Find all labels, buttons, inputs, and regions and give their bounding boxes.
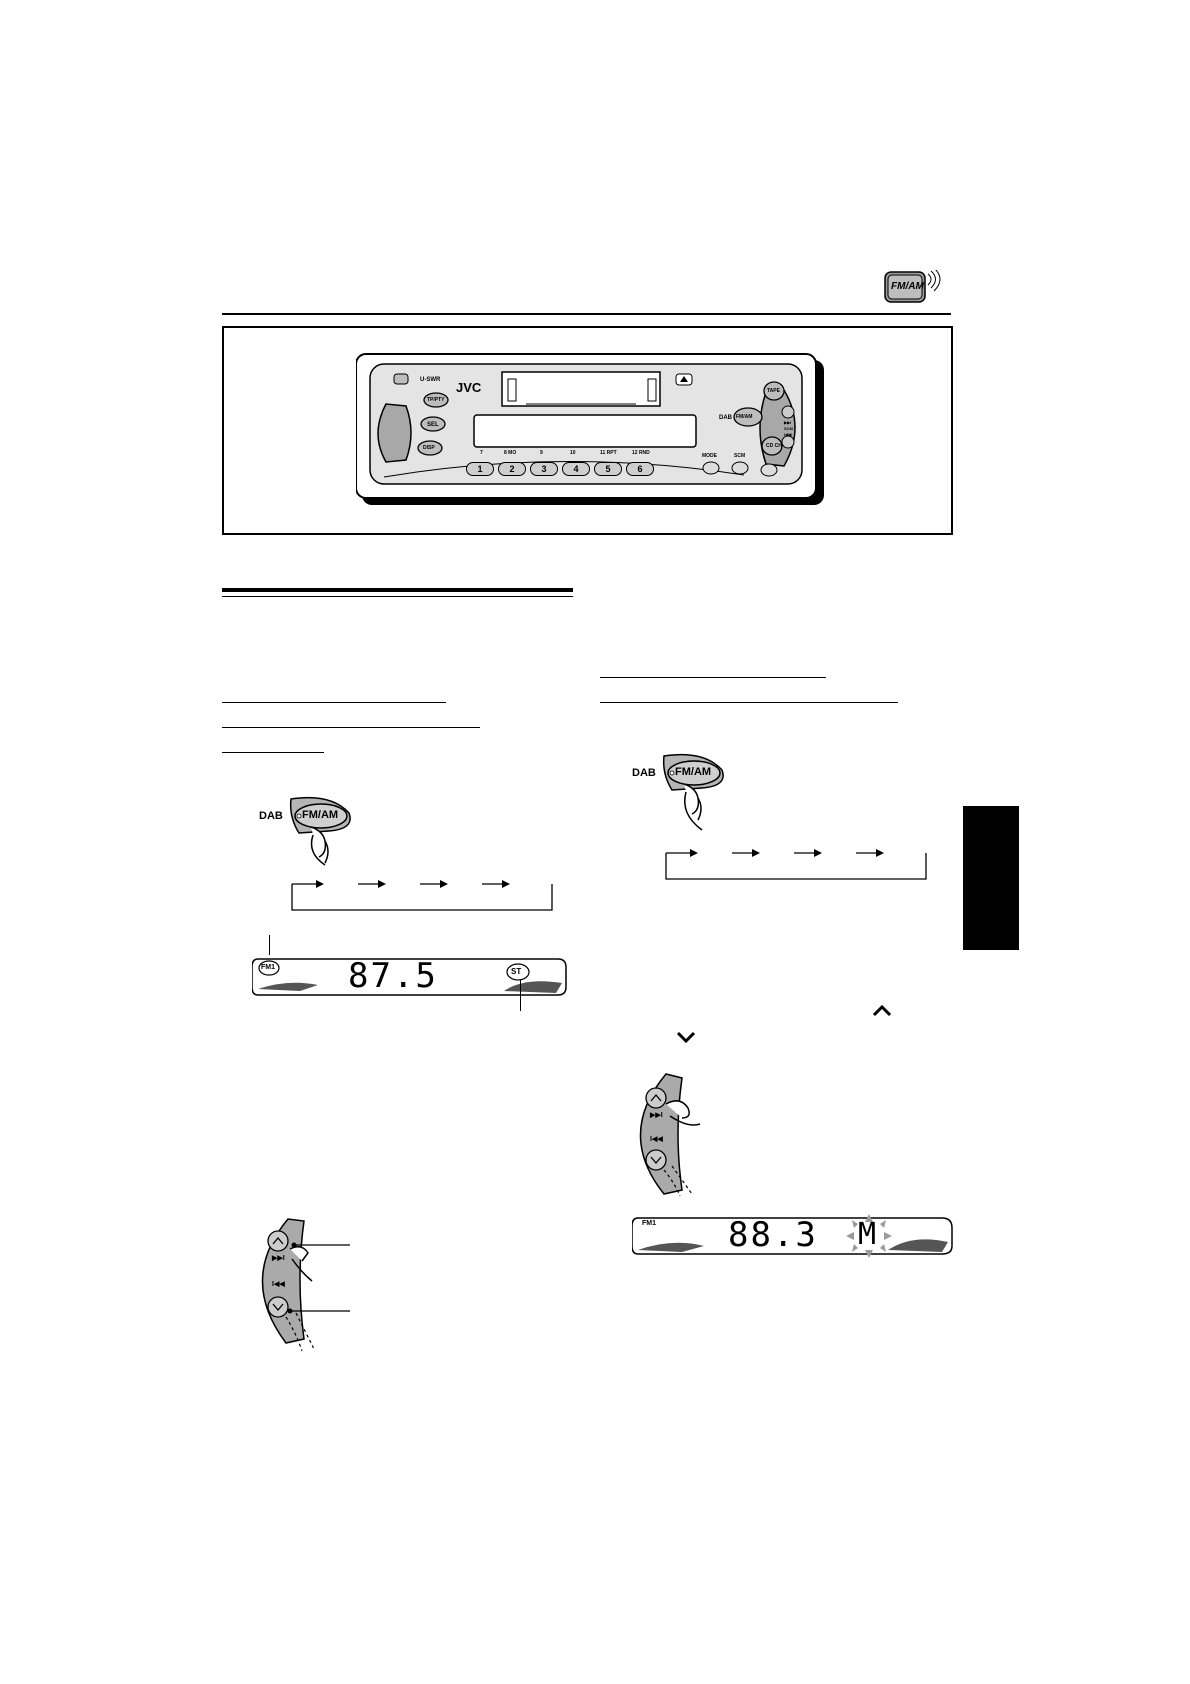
unit-preset-button-1[interactable]: 1 xyxy=(466,462,494,476)
unit-preset-alt-label: 7 xyxy=(480,450,483,456)
unit-mode-button[interactable]: MODE xyxy=(702,453,717,459)
lcd-display-right: FM1 88.3 M xyxy=(631,1210,956,1260)
tuning-rocker-illustration: ▶▶I I◀◀ xyxy=(252,1215,362,1355)
unit-preset-alt-label: 12 RND xyxy=(632,450,650,456)
memory-indicator: M xyxy=(858,1217,877,1252)
unit-preset-alt-label: 9 xyxy=(540,450,543,456)
stereo-indicator: ST xyxy=(511,967,522,976)
unit-fm-am-button[interactable]: FM/AM xyxy=(736,414,753,420)
up-arrow-icon xyxy=(872,1004,892,1018)
down-arrow-icon xyxy=(676,1030,696,1044)
underline xyxy=(222,702,446,703)
prev-label: I◀◀ xyxy=(272,1281,285,1288)
band-cycle-diagram xyxy=(290,874,555,916)
unit-dab-label: DAB xyxy=(719,415,732,421)
next-label: ▶▶I xyxy=(272,1255,285,1262)
unit-disp-button[interactable]: DISP xyxy=(423,445,435,451)
unit-preset-alt-label: 8 MO xyxy=(504,450,517,456)
underline xyxy=(222,727,480,728)
frequency-readout: 88.3 xyxy=(728,1215,818,1255)
underline xyxy=(600,677,826,678)
section-rule-thick xyxy=(222,588,573,592)
unit-rocker-scm-label: SCM xyxy=(784,426,793,431)
fm-am-button[interactable]: FM/AM xyxy=(675,766,712,778)
tuning-rocker-illustration: ▶▶I I◀◀ xyxy=(630,1070,720,1200)
fm-am-corner-label: FM/AM xyxy=(891,281,924,292)
fm-am-button-press-illustration: DAB FM/AM xyxy=(255,795,365,870)
unit-preset-button-5[interactable]: 5 xyxy=(594,462,622,476)
header-rule xyxy=(222,313,951,315)
unit-preset-button-2[interactable]: 2 xyxy=(498,462,526,476)
unit-uswr-label: U-SWR xyxy=(420,377,441,383)
unit-rocker-prev-label: I◀◀ xyxy=(784,432,792,437)
unit-cd-ch-button[interactable]: CD CH xyxy=(766,443,782,449)
unit-figure-frame xyxy=(222,326,953,535)
unit-scm-button[interactable]: SCM xyxy=(734,453,746,459)
radio-unit-illustration: JVC U-SWR TP/PTY SEL DISP TAPE DAB FM/AM… xyxy=(355,352,826,507)
unit-preset-button-4[interactable]: 4 xyxy=(562,462,590,476)
unit-rocker-next-label: ▶▶I xyxy=(784,420,792,425)
stereo-callout-line xyxy=(520,980,521,1011)
dab-label: DAB xyxy=(632,767,656,779)
unit-preset-alt-label: 10 xyxy=(570,450,576,456)
band-callout-line xyxy=(269,935,270,955)
fm-am-button[interactable]: FM/AM xyxy=(302,809,339,821)
unit-preset-button-3[interactable]: 3 xyxy=(530,462,558,476)
unit-tape-button[interactable]: TAPE xyxy=(767,388,780,394)
unit-preset-alt-label: 11 RPT xyxy=(600,450,617,456)
next-label: ▶▶I xyxy=(650,1112,663,1119)
unit-sel-button[interactable]: SEL xyxy=(427,422,439,428)
dab-label: DAB xyxy=(259,810,283,822)
section-rule-thin xyxy=(222,596,573,597)
fm-am-corner-icon: FM/AM xyxy=(882,267,942,306)
band-cycle-diagram xyxy=(664,843,929,885)
unit-tp-pty-button[interactable]: TP/PTY xyxy=(427,397,445,403)
frequency-readout: 87.5 xyxy=(348,956,438,996)
prev-label: I◀◀ xyxy=(650,1136,663,1143)
lcd-display-left: FM1 87.5 ST xyxy=(251,955,568,999)
underline xyxy=(222,752,324,753)
unit-brand-logo: JVC xyxy=(456,380,482,395)
band-indicator: FM1 xyxy=(642,1220,656,1227)
underline xyxy=(600,702,898,703)
language-tab xyxy=(963,806,1019,950)
unit-preset-button-6[interactable]: 6 xyxy=(626,462,654,476)
fm-am-button-press-illustration: DAB FM/AM xyxy=(628,752,738,837)
band-indicator: FM1 xyxy=(261,964,275,971)
